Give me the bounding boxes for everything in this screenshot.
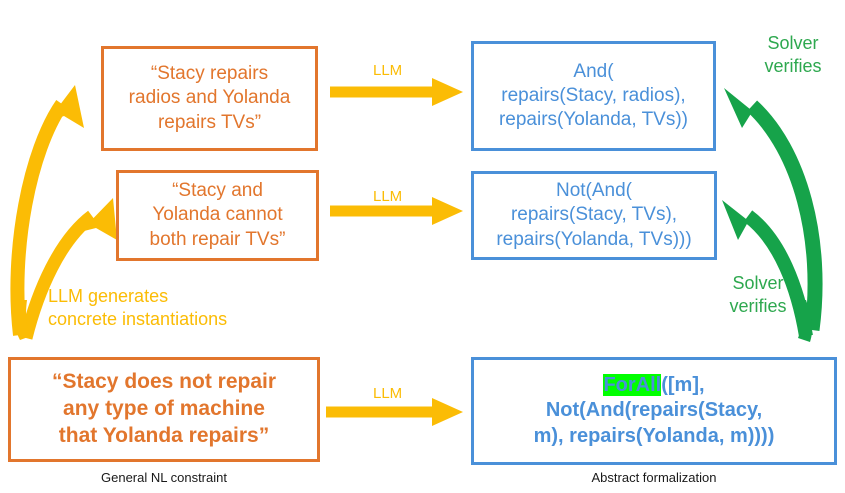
- llm-arrow-label-3: LLM: [373, 385, 403, 402]
- formalization-text-3-rest: ([m], Not(And(repairs(Stacy, m), repairs…: [533, 373, 775, 447]
- formalization-text-1: And( repairs(Stacy, radios), repairs(Yol…: [498, 60, 689, 131]
- llm-arrow-label-1: LLM: [373, 62, 403, 79]
- formalization-box-3: ForAll([m], Not(And(repairs(Stacy, m), r…: [471, 357, 837, 465]
- nl-constraint-box-1: “Stacy repairs radios and Yolanda repair…: [101, 46, 318, 151]
- solver-verifies-annotation-top: Solver verifies: [764, 33, 822, 76]
- nl-constraint-box-2: “Stacy and Yolanda cannot both repair TV…: [116, 170, 319, 261]
- solver-verifies-annotation-bottom: Solver verifies: [729, 273, 787, 316]
- nl-constraint-text-3: “Stacy does not repair any type of machi…: [51, 370, 277, 447]
- llm-arrow-row-3: [326, 398, 463, 426]
- formalization-box-1: And( repairs(Stacy, radios), repairs(Yol…: [471, 41, 716, 151]
- llm-arrow-label-2: LLM: [373, 188, 403, 205]
- formalization-text-3: ForAll([m], Not(And(repairs(Stacy, m), r…: [474, 373, 834, 450]
- caption-abstract-formalization: Abstract formalization: [591, 470, 717, 485]
- nl-constraint-text-1: “Stacy repairs radios and Yolanda repair…: [128, 63, 291, 133]
- nl-constraint-box-3: “Stacy does not repair any type of machi…: [8, 357, 320, 462]
- formalization-box-2: Not(And( repairs(Stacy, TVs), repairs(Yo…: [471, 171, 717, 260]
- forall-highlight: ForAll: [603, 373, 662, 396]
- llm-arrow-stem: [13, 300, 31, 340]
- caption-general-nl-constraint: General NL constraint: [101, 470, 227, 485]
- formalization-text-2: Not(And( repairs(Stacy, TVs), repairs(Yo…: [496, 180, 692, 250]
- llm-generates-annotation: LLM generates concrete instantiations: [48, 286, 228, 330]
- nl-constraint-text-2: “Stacy and Yolanda cannot both repair TV…: [149, 180, 286, 250]
- llm-arrow-row-1: [330, 78, 463, 106]
